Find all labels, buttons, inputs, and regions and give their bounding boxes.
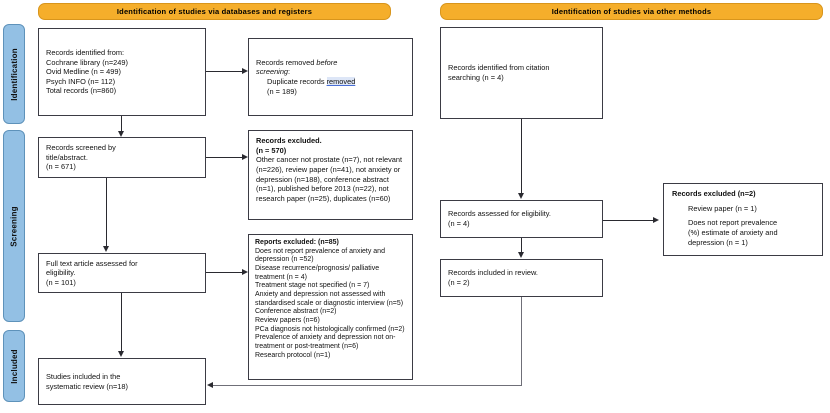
reports-excluded-item-3: Anxiety and depression not assessed with… <box>255 291 404 307</box>
records-identified-line-4: Total records (n=860) <box>46 86 117 96</box>
reports-excluded-item-0: Does not report prevalence of anxiety an… <box>255 247 385 264</box>
assessed-eligibility-line-1: (n = 4) <box>448 219 470 228</box>
arrowhead-screened-to-fulltext <box>103 246 109 252</box>
records-screened-line-0: Records screened by <box>46 143 116 153</box>
studies-included-line-1: systematic review (n=18) <box>46 381 128 391</box>
stage-label-identification: Identification <box>3 24 25 124</box>
box-full-text-assessed: Full text article assessed for eligibili… <box>38 253 206 293</box>
records-removed-line-4: (n = 189) <box>267 86 297 96</box>
records-removed-text-before: before <box>316 57 338 67</box>
connector-screened-to-fulltext <box>106 178 108 246</box>
connector-identified-to-removed <box>206 71 242 73</box>
records-removed-line-2: screening: <box>256 67 405 77</box>
studies-included-line-0: Studies included in the <box>46 371 121 381</box>
reports-excluded-item-4: Conference abstract (n=2) <box>255 308 337 316</box>
records-excluded-header-2: (n = 570) <box>256 145 287 155</box>
connector-fulltext-to-reports-excluded <box>206 272 242 274</box>
stage-label-identification-text: Identification <box>9 47 19 101</box>
records-excluded-body: Other cancer not prostate (n=7), not rel… <box>256 155 403 203</box>
connector-assessed-to-included <box>521 238 523 252</box>
box-studies-included: Studies included in the systematic revie… <box>38 358 206 405</box>
arrowhead-screened-to-excluded <box>242 154 248 160</box>
records-removed-line-3: Duplicate records removed <box>256 77 405 87</box>
citation-searching-line-1: searching (n = 4) <box>448 73 504 82</box>
connector-included-down-segment <box>521 297 523 386</box>
reports-excluded-item-6: PCa diagnosis not histologically confirm… <box>255 325 405 333</box>
records-removed-text-a: Records removed <box>256 57 317 67</box>
connector-fulltext-to-studies-included <box>121 293 123 351</box>
reports-excluded-item-7: Prevalence of anxiety and depression not… <box>255 334 396 351</box>
reports-excluded-header: Reports excluded: (n=85) <box>255 239 339 246</box>
reports-excluded-item-1: Disease recurrence/prognosis/ palliative… <box>255 265 380 281</box>
arrowhead-identified-to-removed <box>242 68 248 74</box>
box-reports-excluded: Reports excluded: (n=85) Does not report… <box>248 234 413 380</box>
stage-label-screening-text: Screening <box>9 205 19 247</box>
records-excluded-other-header: Records excluded (n=2) <box>672 189 756 198</box>
citation-searching-line-0: Records identified from citation <box>448 63 550 73</box>
included-in-review-line-1: (n = 2) <box>448 278 470 287</box>
records-excluded-other-item-2-line-0: Does not report prevalence <box>688 218 778 228</box>
full-text-line-1: eligibility. <box>46 268 76 278</box>
records-removed-text-screening: screening <box>256 67 289 77</box>
records-excluded-other-item-2-line-1: (%) estimate of anxiety and <box>688 227 778 237</box>
records-identified-line-2: Ovid Medline (n = 499) <box>46 67 121 77</box>
box-included-in-review: Records included in review. (n = 2) <box>440 259 603 297</box>
spellcheck-removed-word: removed <box>326 77 356 86</box>
records-excluded-other-item-2-line-2: depression (n = 1) <box>688 237 748 247</box>
records-removed-colon: : <box>288 67 291 77</box>
records-excluded-header-1: Records excluded. <box>256 136 322 145</box>
arrowhead-fulltext-to-reports-excluded <box>242 269 248 275</box>
box-records-excluded: Records excluded. (n = 570) Other cancer… <box>248 130 413 220</box>
arrowhead-fulltext-to-studies-included <box>118 351 124 357</box>
box-records-removed: Records removed before screening: Duplic… <box>248 38 413 116</box>
banner-other-methods: Identification of studies via other meth… <box>440 3 823 20</box>
records-removed-line-1: Records removed before <box>256 58 405 68</box>
connector-screened-to-excluded <box>206 157 242 159</box>
arrowhead-assessed-to-excluded-other <box>653 217 659 223</box>
full-text-line-2: (n = 101) <box>46 277 76 287</box>
reports-excluded-item-5: Review papers (n=6) <box>255 317 320 325</box>
records-excluded-other-item-1: Review paper (n = 1) <box>688 203 757 213</box>
arrowhead-identified-to-screened <box>118 131 124 137</box>
arrowhead-included-to-studies <box>207 382 213 388</box>
records-identified-line-0: Records identified from: <box>46 47 125 57</box>
connector-assessed-to-excluded-other <box>603 220 655 222</box>
arrowhead-citation-to-assessed <box>518 193 524 199</box>
connector-identified-to-screened <box>121 116 123 131</box>
records-screened-line-1: title/abstract. <box>46 152 88 162</box>
stage-label-included-text: Included <box>9 348 19 384</box>
reports-excluded-item-2: Treatment stage not specified (n = 7) <box>255 282 370 290</box>
box-assessed-eligibility: Records assessed for eligibility. (n = 4… <box>440 200 603 238</box>
box-records-excluded-other: Records excluded (n=2) Review paper (n =… <box>663 183 823 256</box>
records-screened-line-2: (n = 671) <box>46 162 76 172</box>
reports-excluded-item-8: Research protocol (n=1) <box>255 351 331 359</box>
box-records-screened: Records screened by title/abstract. (n =… <box>38 137 206 178</box>
records-identified-line-3: Psych INFO (n= 112) <box>46 76 116 86</box>
connector-included-left-segment <box>213 385 522 387</box>
included-in-review-line-0: Records included in review. <box>448 268 538 278</box>
full-text-line-0: Full text article assessed for <box>46 258 138 268</box>
arrowhead-assessed-to-included <box>518 252 524 258</box>
box-citation-searching: Records identified from citation searchi… <box>440 27 603 119</box>
records-identified-line-1: Cochrane library (n=249) <box>46 57 128 67</box>
stage-label-screening: Screening <box>3 130 25 322</box>
banner-databases-registers: Identification of studies via databases … <box>38 3 391 20</box>
connector-citation-to-assessed <box>521 119 523 193</box>
assessed-eligibility-line-0: Records assessed for eligibility. <box>448 209 551 219</box>
stage-label-included: Included <box>3 330 25 402</box>
duplicate-records-text: Duplicate records <box>267 77 327 86</box>
box-records-identified: Records identified from: Cochrane librar… <box>38 28 206 116</box>
